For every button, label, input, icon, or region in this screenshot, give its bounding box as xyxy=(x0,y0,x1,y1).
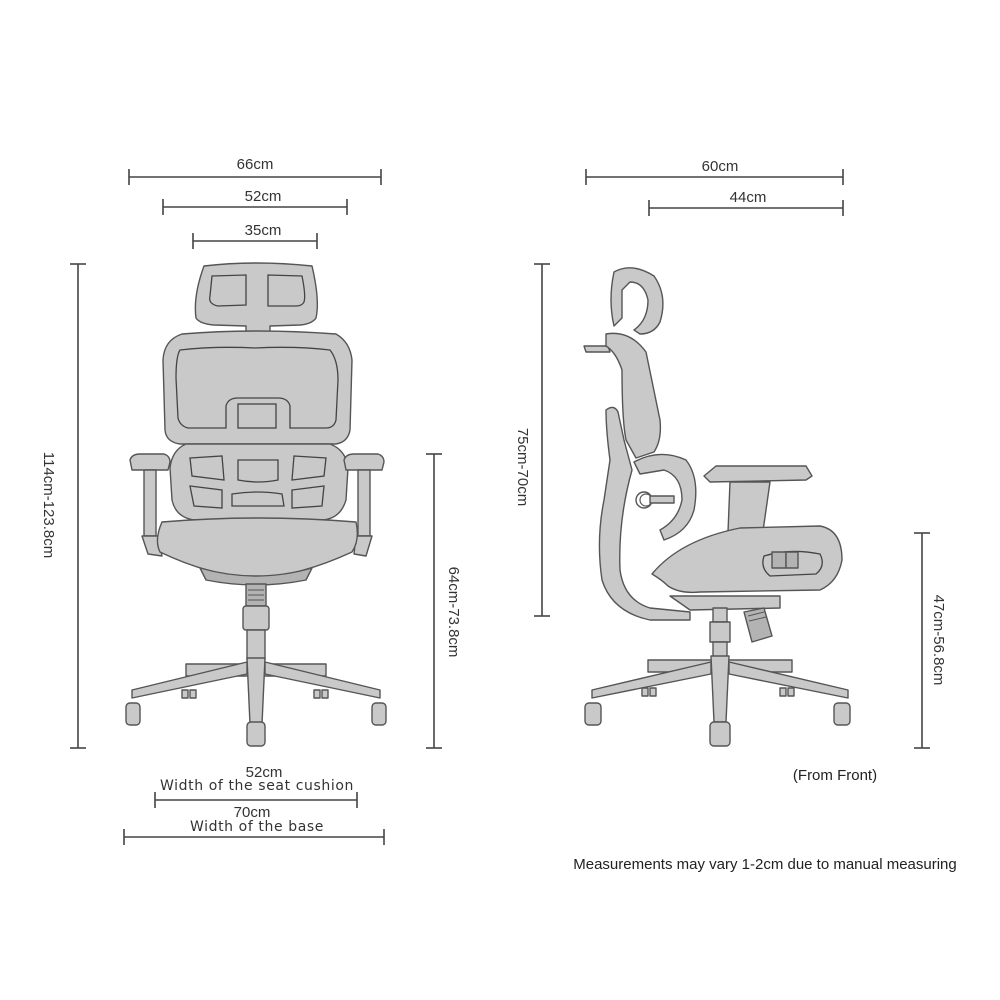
dim-label-total-height: 114cm-123.8cm xyxy=(40,452,57,558)
base-width-dim: 70cm Width of the base xyxy=(123,804,385,845)
dim-label-base-width-value: 70cm xyxy=(234,804,271,821)
side-view-chair-illustration xyxy=(583,267,851,747)
front-width-66-dim: 66cm xyxy=(128,156,382,185)
dim-label-backrest-width: 52cm xyxy=(245,188,282,205)
dim-label-seat-width-caption: Width of the seat cushion xyxy=(160,778,354,794)
side-backrest-height-dim: 75cm-70cm xyxy=(514,263,550,617)
dim-label-seat-depth: 44cm xyxy=(730,189,767,206)
front-seat-cushion xyxy=(156,517,359,586)
front-upper-backrest xyxy=(162,330,353,445)
dim-label-overall-width: 66cm xyxy=(237,156,274,173)
dim-label-armrest-height: 64cm-73.8cm xyxy=(445,567,462,658)
front-headrest xyxy=(194,262,319,335)
side-seat xyxy=(651,525,843,611)
front-width-35-dim: 35cm xyxy=(192,222,318,249)
seat-width-dim: 52cm Width of the seat cushion xyxy=(154,764,358,808)
front-casters xyxy=(125,702,387,747)
front-width-52-dim: 52cm xyxy=(162,188,348,215)
front-left-armrest xyxy=(129,453,171,557)
side-gas-lift xyxy=(709,607,773,661)
measurement-disclaimer: Measurements may vary 1-2cm due to manua… xyxy=(573,856,957,873)
side-backrest xyxy=(598,406,697,621)
dim-label-base-width-caption: Width of the base xyxy=(190,819,324,835)
front-gas-lift xyxy=(242,583,270,661)
front-view-chair-illustration xyxy=(125,262,387,747)
side-star-base xyxy=(591,655,849,723)
front-lower-backrest xyxy=(169,443,349,521)
side-depth-44-dim: 44cm xyxy=(648,189,844,216)
dim-label-overall-depth: 60cm xyxy=(702,158,739,175)
dim-label-headrest-width: 35cm xyxy=(245,222,282,239)
front-armrest-height-dim: 64cm-73.8cm xyxy=(426,453,462,749)
side-headrest xyxy=(583,267,664,459)
side-view-caption: (From Front) xyxy=(793,767,877,784)
dim-label-seat-height: 47cm-56.8cm xyxy=(930,595,947,686)
side-depth-60-dim: 60cm xyxy=(585,158,844,185)
front-star-base xyxy=(131,657,381,725)
dim-label-backrest-height: 75cm-70cm xyxy=(514,428,531,506)
dim-label-seat-width-value: 52cm xyxy=(246,764,283,781)
side-seat-height-dim: 47cm-56.8cm xyxy=(914,532,947,749)
side-casters xyxy=(584,702,851,747)
front-total-height-dim: 114cm-123.8cm xyxy=(40,263,86,749)
